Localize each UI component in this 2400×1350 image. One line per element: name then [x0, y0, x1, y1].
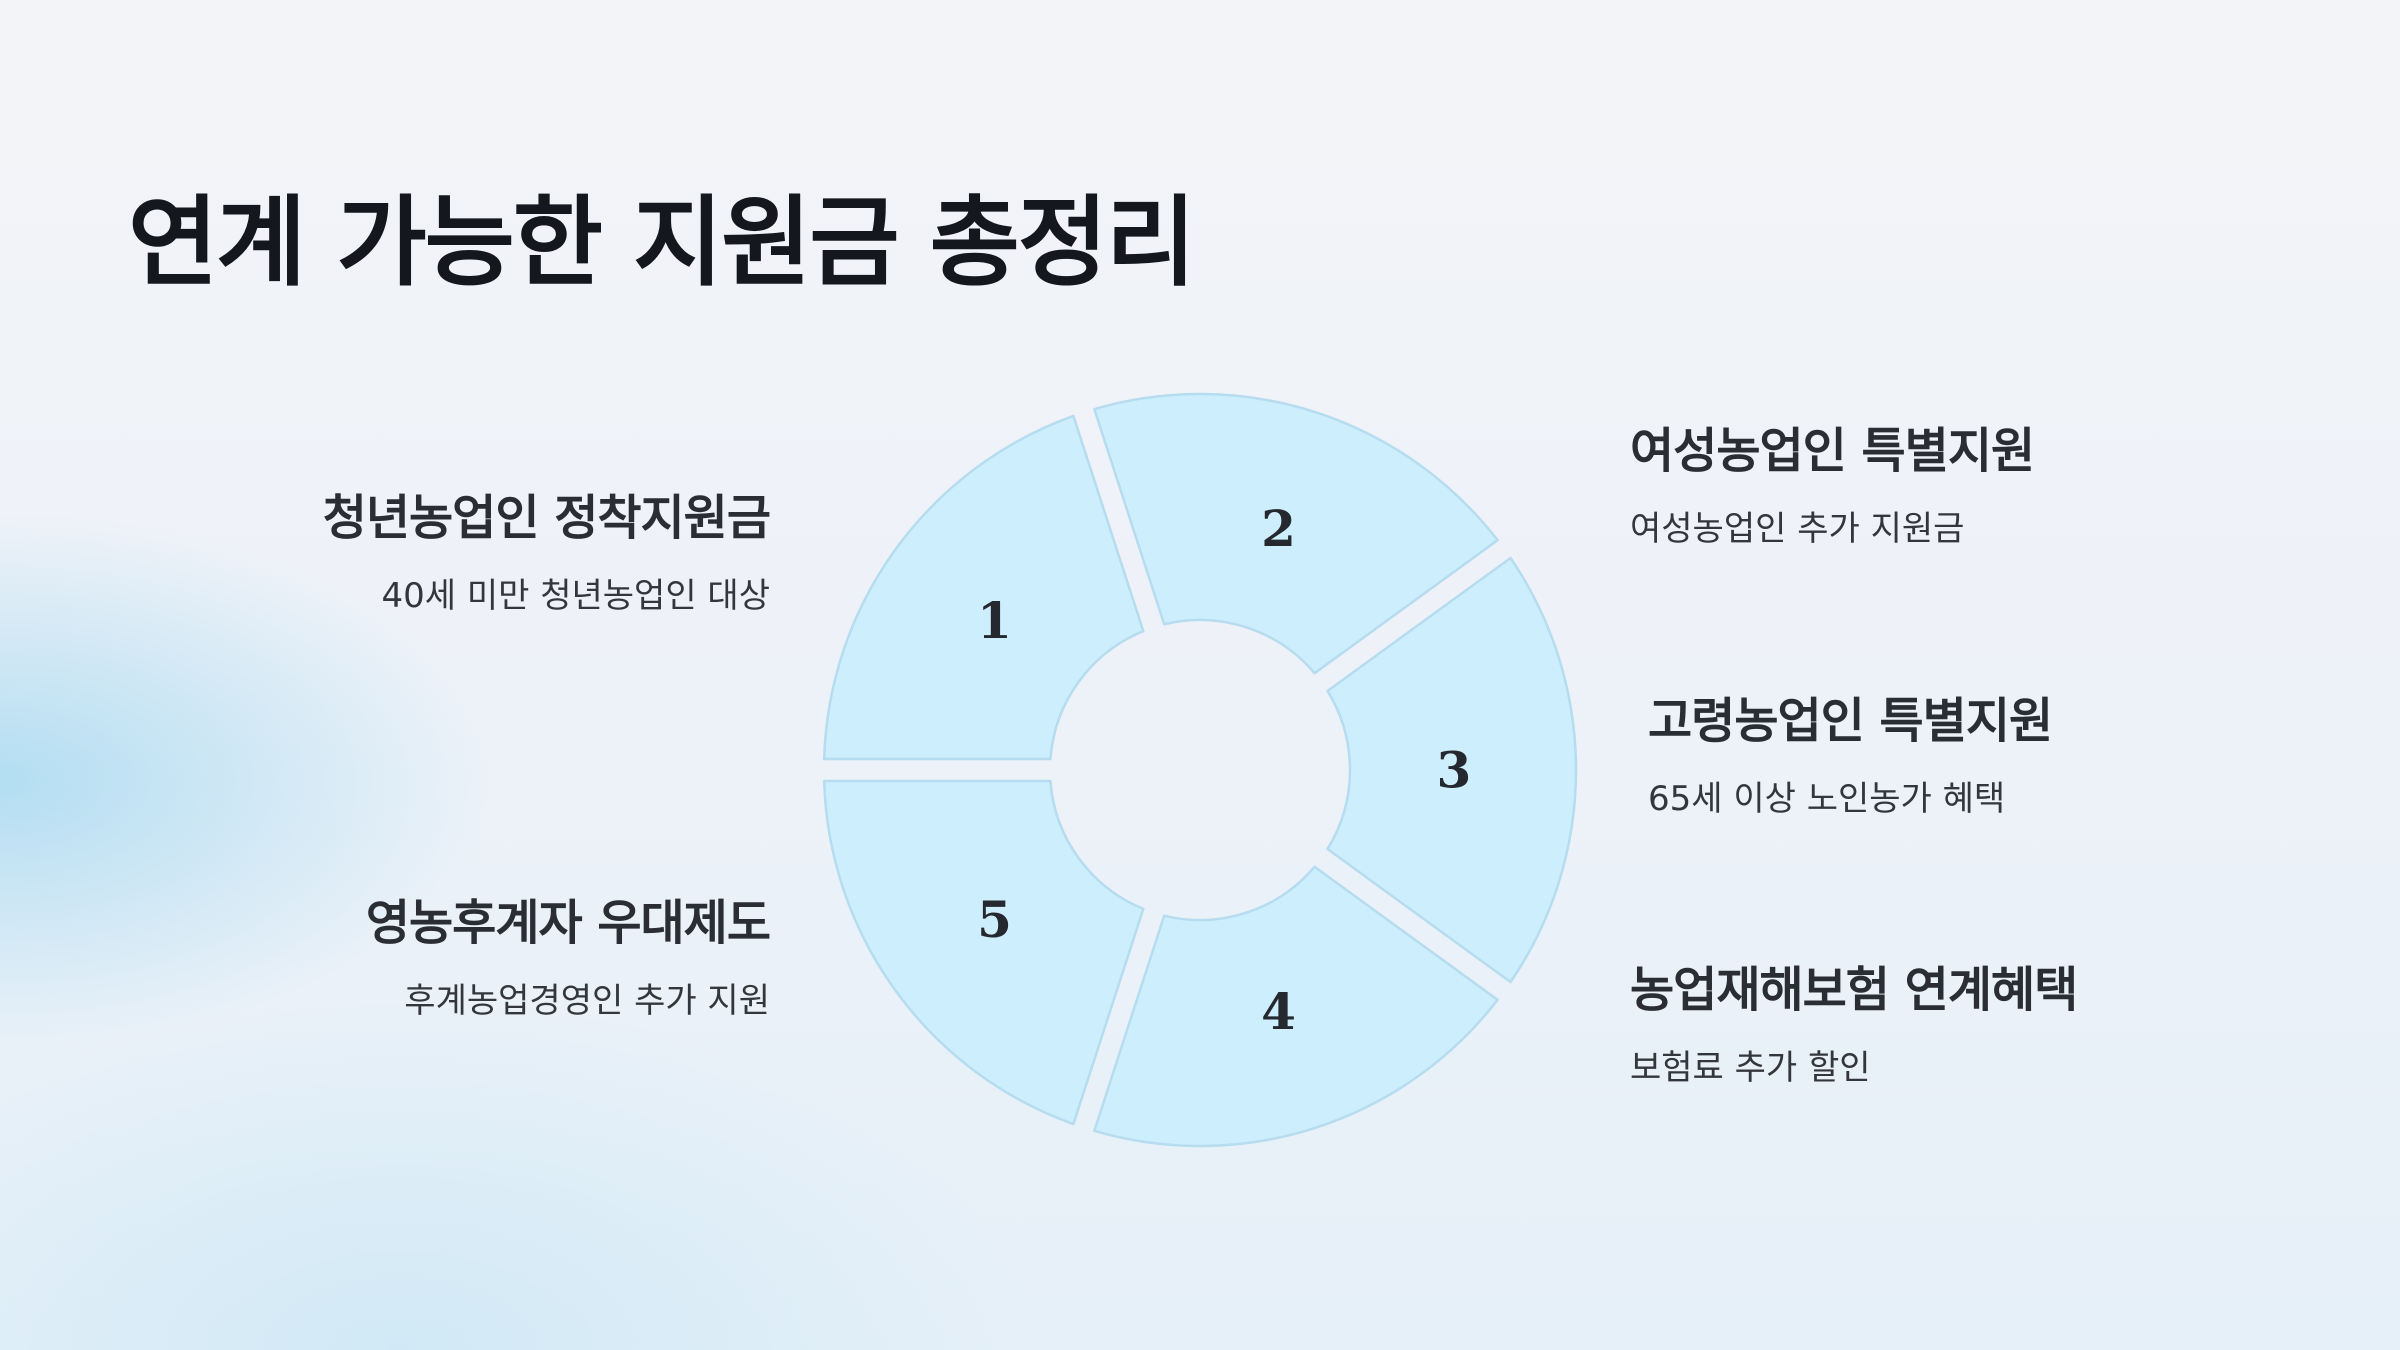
- segment-1-heading: 청년농업인 정착지원금: [322, 490, 771, 546]
- wheel-segment-1: [822, 414, 1145, 761]
- wheel-segment-3: [1326, 556, 1578, 984]
- wheel-segment-number-1: 1: [977, 591, 1012, 650]
- segment-3-label: 고령농업인 특별지원 65세 이상 노인농가 혜택: [1648, 693, 2348, 819]
- segment-2-description: 여성농업인 추가 지원금: [1630, 508, 1965, 549]
- segment-4-label: 농업재해보험 연계혜택 보험료 추가 할인: [1630, 962, 2330, 1088]
- segment-2-label: 여성농업인 특별지원 여성농업인 추가 지원금: [1630, 423, 2330, 549]
- segment-1-description: 40세 미만 청년농업인 대상: [381, 575, 771, 616]
- segment-5-description: 후계농업경영인 추가 지원: [404, 980, 770, 1021]
- wheel-segment-number-5: 5: [977, 890, 1012, 949]
- segment-3-description: 65세 이상 노인농가 혜택: [1648, 778, 2006, 819]
- segment-1-label: 청년농업인 정착지원금 40세 미만 청년농업인 대상: [70, 490, 771, 616]
- wheel-segment-2: [1093, 392, 1499, 675]
- segment-5-heading: 영농후계자 우대제도: [365, 895, 771, 951]
- wheel-segment-number-4: 4: [1261, 982, 1296, 1041]
- segment-4-description: 보험료 추가 할인: [1630, 1047, 1871, 1088]
- wheel-segment-number-3: 3: [1437, 741, 1472, 800]
- wheel-segment-number-2: 2: [1261, 499, 1296, 558]
- segment-2-heading: 여성농업인 특별지원: [1630, 423, 2035, 479]
- segment-5-label: 영농후계자 우대제도 후계농업경영인 추가 지원: [70, 895, 771, 1021]
- page-title: 연계 가능한 지원금 총정리: [128, 186, 1196, 300]
- segment-3-heading: 고령농업인 특별지원: [1648, 693, 2053, 749]
- segment-4-heading: 농업재해보험 연계혜택: [1630, 962, 2078, 1018]
- wheel-segment-4: [1093, 865, 1499, 1148]
- wheel-segment-5: [822, 779, 1145, 1126]
